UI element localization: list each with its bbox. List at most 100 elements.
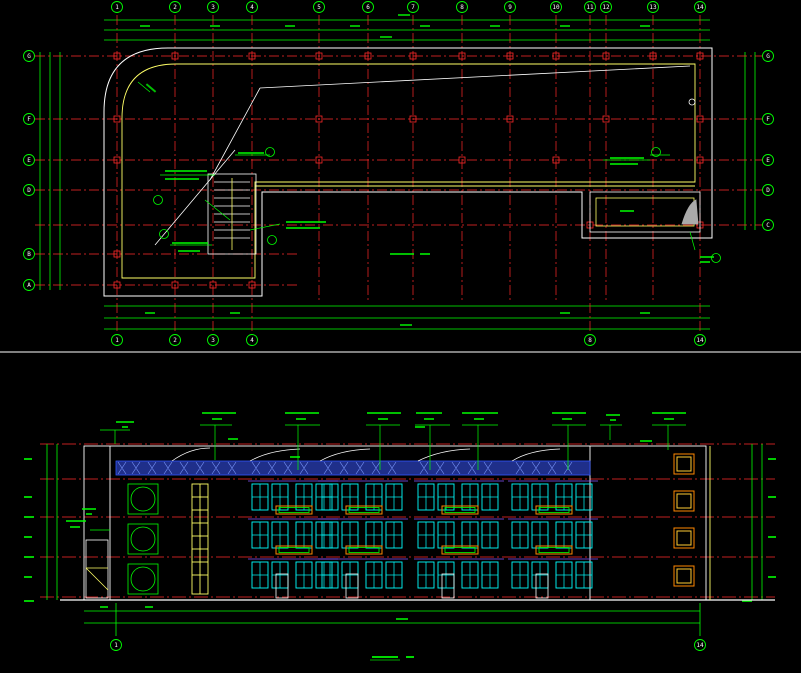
axis-bubble-B: B (23, 248, 35, 260)
window-bay (414, 480, 504, 599)
elevation-callout-text (66, 412, 686, 528)
axis-bubble-label: 4 (250, 4, 254, 11)
window (385, 521, 403, 549)
axis-bubble-circle (584, 1, 596, 13)
axis-bubble-label: F (766, 116, 770, 123)
axis-bubble-circle (762, 184, 774, 196)
elevation-round-panels (127, 483, 159, 595)
axis-bubble-11: 11 (584, 1, 596, 13)
window (531, 521, 549, 549)
balcony-rail (535, 545, 573, 555)
axis-bubble-circle (694, 639, 706, 651)
window (575, 483, 593, 511)
axis-bubble-circle (207, 1, 219, 13)
window (271, 521, 289, 549)
axis-bubble-14: 14 (694, 639, 706, 651)
window (365, 561, 383, 589)
balcony-panel (278, 547, 310, 553)
window (417, 561, 435, 589)
balcony-rail (275, 545, 313, 555)
axis-bubble-label: 8 (588, 337, 592, 344)
axis-bubble-1: 1 (111, 1, 123, 13)
entrance-door (275, 573, 289, 599)
axis-bubble-circle (362, 1, 374, 13)
axis-bubble-circle (504, 1, 516, 13)
axis-bubble-circle (246, 1, 258, 13)
axis-bubble-label: G (766, 53, 770, 60)
axis-bubble-circle (694, 1, 706, 13)
axis-bubble-label: C (766, 222, 770, 229)
plan-axis-grid (35, 15, 765, 334)
axis-bubble-4: 4 (246, 334, 258, 346)
axis-bubble-circle (456, 1, 468, 13)
window (481, 483, 499, 511)
window (461, 561, 479, 589)
elevation-bottom-dimension-text (100, 606, 408, 620)
axis-bubble-label: 14 (696, 337, 704, 344)
window (341, 521, 359, 549)
balcony-rail (441, 505, 479, 515)
window (575, 561, 593, 589)
window (295, 521, 313, 549)
window (321, 561, 339, 589)
axis-bubble-4: 4 (246, 1, 258, 13)
window (321, 521, 339, 549)
axis-bubble-label: F (27, 116, 31, 123)
window (385, 483, 403, 511)
axis-bubble-label: 5 (317, 4, 321, 11)
axis-bubble-circle (111, 1, 123, 13)
balcony-panel (348, 547, 380, 553)
axis-bubble-circle (23, 248, 35, 260)
window (481, 561, 499, 589)
axis-bubble-label: 14 (696, 4, 704, 11)
entrance-door (441, 573, 455, 599)
axis-bubble-label: 4 (250, 337, 254, 344)
axis-bubble-F: F (762, 113, 774, 125)
axis-bubble-14: 14 (694, 334, 706, 346)
axis-bubble-label: E (766, 157, 770, 164)
axis-bubble-3: 3 (207, 334, 219, 346)
window-bay (508, 480, 598, 599)
axis-bubble-label: B (27, 251, 31, 258)
axis-bubble-G: G (23, 50, 35, 62)
axis-bubble-circle (647, 1, 659, 13)
plan-bottom-dimension-lines (104, 305, 710, 330)
window (511, 561, 529, 589)
axis-bubble-circle (762, 219, 774, 231)
axis-bubble-10: 10 (550, 1, 562, 13)
elevation-entrance (85, 539, 109, 599)
plan-leaders (137, 81, 696, 251)
plan-stair-core (207, 173, 257, 255)
window (295, 561, 313, 589)
elevation-leaders (90, 424, 686, 531)
axis-bubble-label: E (27, 157, 31, 164)
balcony-panel (538, 547, 570, 553)
axis-bubble-circle (407, 1, 419, 13)
axis-bubble-circle (110, 639, 122, 651)
window (555, 561, 573, 589)
axis-bubble-circle (762, 154, 774, 166)
axis-bubble-label: D (766, 187, 770, 194)
window-bay (318, 480, 408, 599)
plan-side-dimension-lines (39, 52, 756, 290)
elevation-level-lines (40, 443, 775, 598)
axis-bubble-1: 1 (111, 334, 123, 346)
window (417, 521, 435, 549)
elevation-side-dimensions (46, 444, 763, 600)
axis-bubble-label: 9 (508, 4, 512, 11)
axis-bubble-circle (23, 184, 35, 196)
axis-bubble-3: 3 (207, 1, 219, 13)
axis-bubble-E: E (762, 154, 774, 166)
axis-bubble-circle (169, 334, 181, 346)
window (461, 521, 479, 549)
axis-bubble-circle (762, 50, 774, 62)
axis-bubble-circle (23, 154, 35, 166)
elevation-bottom-dimensions (84, 603, 701, 636)
axis-bubble-label: 13 (649, 4, 657, 11)
axis-bubble-2: 2 (169, 1, 181, 13)
balcony-rail (345, 545, 383, 555)
